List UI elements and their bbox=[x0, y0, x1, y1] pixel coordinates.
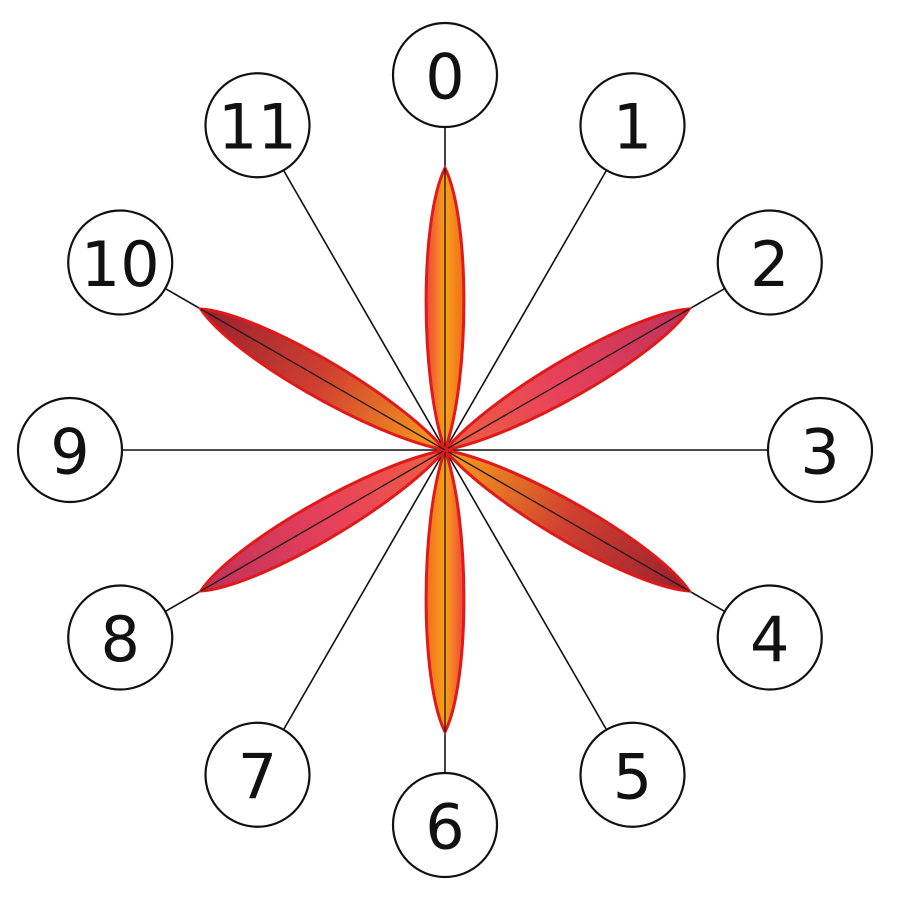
petal-4 bbox=[441, 447, 693, 593]
node-2: 2 bbox=[716, 209, 823, 316]
spoke-line-1 bbox=[444, 124, 634, 451]
node-circle-10 bbox=[67, 209, 174, 316]
petal-midline-4 bbox=[444, 449, 690, 592]
node-circle-8 bbox=[67, 584, 174, 691]
petal-2 bbox=[441, 307, 693, 453]
node-label-2: 2 bbox=[750, 228, 789, 301]
spoke-line-5 bbox=[444, 449, 634, 776]
node-8: 8 bbox=[67, 584, 174, 691]
node-circle-3 bbox=[766, 396, 874, 504]
node-label-7: 7 bbox=[238, 740, 277, 813]
node-label-11: 11 bbox=[218, 91, 297, 164]
petal-0 bbox=[424, 164, 466, 455]
node-label-1: 1 bbox=[613, 91, 652, 164]
node-label-9: 9 bbox=[50, 416, 89, 489]
node-6: 6 bbox=[391, 771, 499, 879]
node-11: 11 bbox=[204, 72, 311, 179]
node-label-0: 0 bbox=[425, 41, 464, 114]
nodes-group: 0 1 2 3 4 5 6 7 8 9 10 11 bbox=[16, 21, 874, 879]
node-10: 10 bbox=[67, 209, 174, 316]
node-label-10: 10 bbox=[81, 228, 160, 301]
node-label-4: 4 bbox=[750, 603, 789, 676]
node-circle-0 bbox=[391, 21, 499, 129]
node-label-5: 5 bbox=[613, 740, 652, 813]
node-circle-7 bbox=[204, 721, 311, 828]
node-circle-2 bbox=[716, 209, 823, 316]
node-circle-1 bbox=[579, 72, 686, 179]
node-label-8: 8 bbox=[101, 603, 140, 676]
petal-midline-10 bbox=[200, 308, 446, 451]
node-circle-11 bbox=[204, 72, 311, 179]
petal-6 bbox=[424, 445, 466, 736]
petal-8 bbox=[197, 447, 449, 593]
node-9: 9 bbox=[16, 396, 124, 504]
petal-midline-8 bbox=[200, 449, 446, 592]
node-circle-4 bbox=[716, 584, 823, 691]
petal-midline-2 bbox=[444, 308, 690, 451]
node-3: 3 bbox=[766, 396, 874, 504]
node-circle-6 bbox=[391, 771, 499, 879]
node-1: 1 bbox=[579, 72, 686, 179]
node-4: 4 bbox=[716, 584, 823, 691]
node-7: 7 bbox=[204, 721, 311, 828]
node-5: 5 bbox=[579, 721, 686, 828]
spoke-line-11 bbox=[256, 124, 446, 451]
petals-group bbox=[197, 164, 693, 736]
node-circle-9 bbox=[16, 396, 124, 504]
petal-10 bbox=[197, 307, 449, 453]
spoke-line-7 bbox=[256, 449, 446, 776]
node-label-6: 6 bbox=[425, 791, 464, 864]
node-circle-5 bbox=[579, 721, 686, 828]
node-label-3: 3 bbox=[800, 416, 839, 489]
node-0: 0 bbox=[391, 21, 499, 129]
